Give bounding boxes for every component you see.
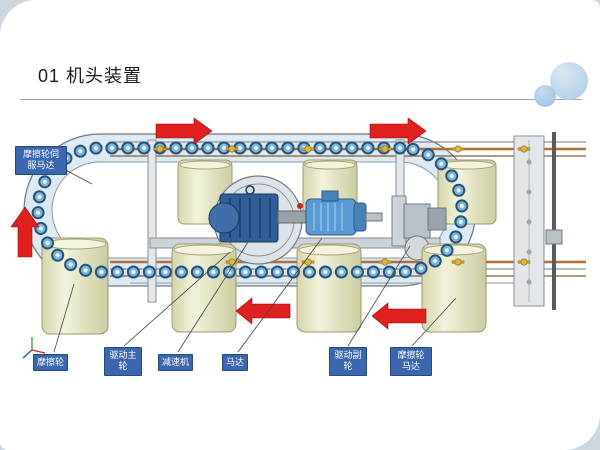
flow-arrow-left-1 <box>235 297 291 325</box>
callout-motor: 马达 <box>222 354 249 372</box>
reducer-gearbox <box>208 185 279 243</box>
flow-arrows <box>10 117 427 330</box>
flow-arrow-right-2 <box>369 117 427 145</box>
axes-icon <box>22 337 46 359</box>
flow-arrow-up <box>10 206 40 258</box>
callout-drive-secondary-wheel: 驱动副轮 <box>329 347 367 376</box>
callout-reducer: 减速机 <box>158 354 194 372</box>
flow-arrow-left-2 <box>371 302 427 330</box>
end-frame <box>513 132 563 310</box>
callout-friction-wheel-motor: 摩擦轮马达 <box>390 347 432 376</box>
flow-arrow-right-1 <box>155 117 213 145</box>
drive-assembly <box>149 175 471 299</box>
title-divider <box>20 99 582 100</box>
drive-motor <box>305 190 383 236</box>
drums-front-row <box>41 237 487 335</box>
callout-friction-wheel: 摩擦轮 <box>33 354 69 372</box>
callout-servo-motor: 摩擦轮伺服马达 <box>15 146 67 175</box>
page-title: 01 机头装置 <box>38 66 143 86</box>
decor-circle-large <box>550 62 588 100</box>
callout-drive-main-wheel: 驱动主轮 <box>104 347 142 376</box>
callout-leader-lines <box>53 165 457 353</box>
decor-circle-small <box>534 85 556 107</box>
